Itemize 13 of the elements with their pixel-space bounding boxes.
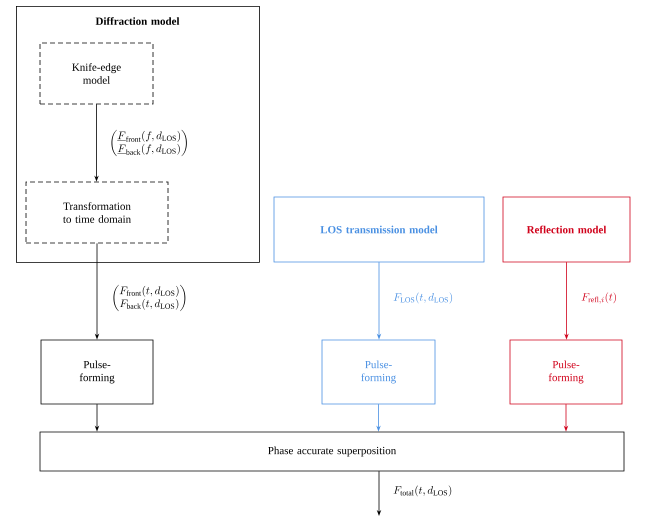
- edge-label: $F_{\mathrm{total}}(t,d_{\mathrm{LOS}})$: [394, 486, 452, 496]
- process-box: Transformation to time domain: [26, 182, 168, 244]
- edge-label: $\begin{pmatrix}F_{\mathrm{front}}(t,d_{\mathrm{LOS}})\\ F_{\mathrm{back}}(t,d_{\mathrm{LOS}})\end{pmatrix}$: [113, 284, 186, 312]
- process-box: Phase accurate superposition: [40, 432, 624, 472]
- process-box: Reflection model: [502, 196, 630, 262]
- process-box: Pulse-forming: [510, 340, 622, 404]
- edge-label: $F_{\mathrm{LOS}}(t,d_{\mathrm{LOS}})$: [394, 292, 452, 304]
- process-box: Pulse-forming: [322, 340, 436, 404]
- edge-label: $F_{\mathrm{refl},i}(t)$: [582, 292, 616, 304]
- process-box: Pulse-forming: [40, 340, 154, 404]
- process-box: Knife-edge model: [40, 42, 154, 104]
- process-box: LOS transmission model: [274, 196, 484, 262]
- edge-label: $\begin{pmatrix}\underline{F}_{\mathrm{front}}(f,d_{\mathrm{LOS}})\\ \underline{F}_{\mathrm{back}}(f,d_{\mathrm{LOS}})\end{pmatrix}$: [111, 130, 187, 156]
